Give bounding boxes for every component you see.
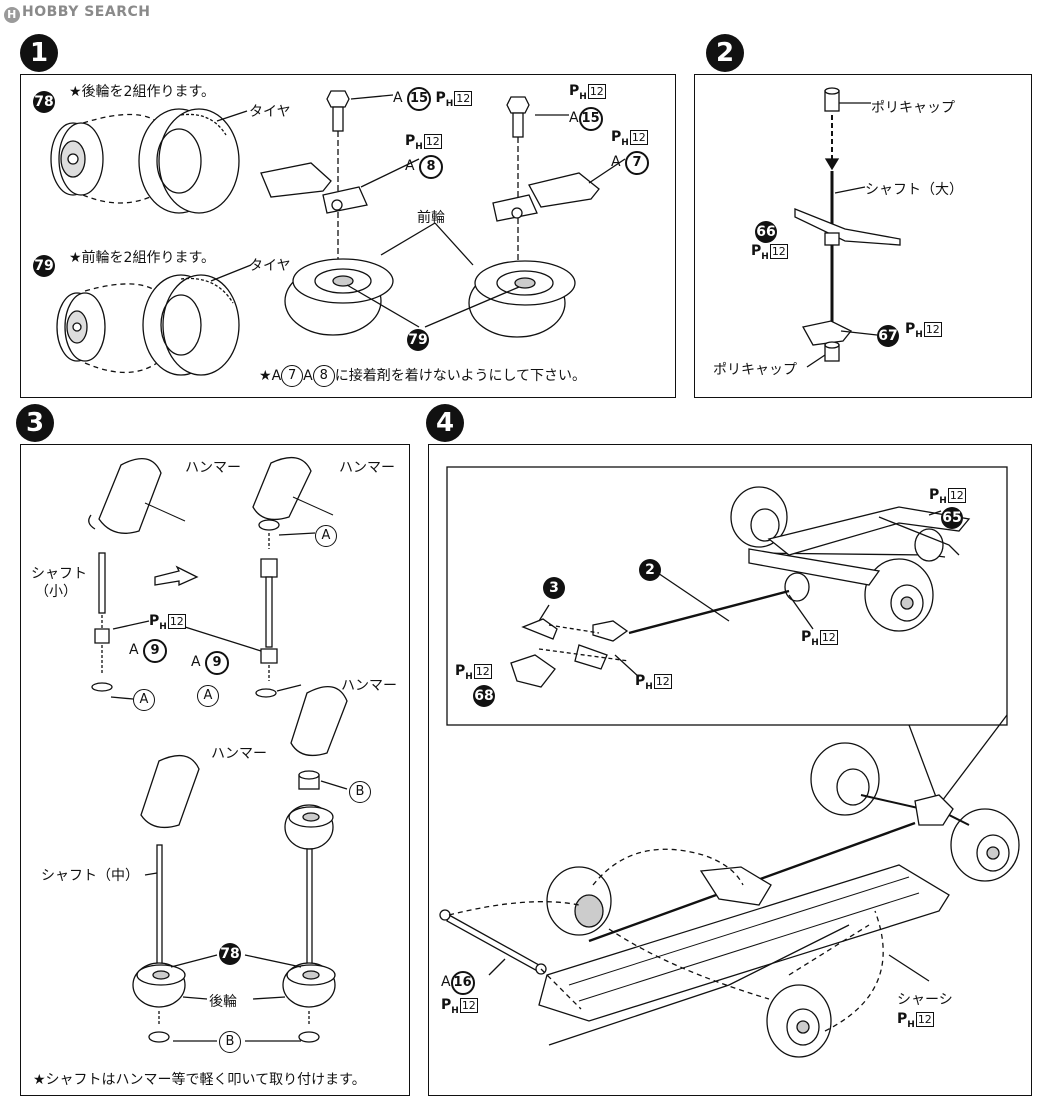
rear-wheel-hub: [50, 122, 104, 196]
circle-a-right: A: [197, 685, 219, 707]
a9-label-left: A 9: [129, 639, 168, 663]
part-68-label: 68: [473, 685, 495, 707]
shaft-small-size: （小）: [35, 584, 77, 600]
hammer-label-1: ハンマー: [185, 460, 241, 476]
a7-label: A 7: [611, 151, 650, 175]
step-4-badge: 4: [426, 404, 464, 442]
tire-label-2: タイヤ: [249, 258, 291, 274]
polycap-bottom-label: ポリキャップ: [713, 362, 797, 378]
front-wheel-hub: [56, 292, 106, 362]
hammer-label-2: ハンマー: [339, 460, 395, 476]
part-67-label: 67: [877, 325, 899, 347]
front-wheel-label: 前輪: [417, 210, 445, 226]
front-wheel-note: ★前輪を2組作ります。: [69, 250, 216, 266]
step-3-drawing: [88, 456, 348, 1043]
part-79-label-b: 79: [407, 329, 429, 351]
polycap-top-label: ポリキャップ: [871, 100, 955, 116]
main-chassis-assembly: [439, 742, 1020, 1058]
step-1-badge: 1: [20, 34, 58, 72]
ref-step-2-label: 2: [639, 559, 661, 581]
a9-label-right: A 9: [191, 651, 230, 675]
part-65-label: 65: [941, 507, 963, 529]
circle-b-bottom: B: [219, 1031, 241, 1053]
step-1-drawing: [50, 90, 626, 376]
chassis-label: シャーシ: [897, 992, 953, 1008]
circle-a-top: A: [315, 525, 337, 547]
shaft-mid-label: シャフト（中）: [41, 868, 139, 884]
circle-b-top: B: [349, 781, 371, 803]
rear-wheel-label: 後輪: [209, 994, 237, 1010]
step-2-drawing: [794, 87, 901, 368]
front-tire-right: [468, 260, 576, 338]
shaft-small-label: シャフト: [31, 566, 87, 582]
tire-label-1: タイヤ: [249, 104, 291, 120]
front-tire: [142, 274, 240, 376]
step-4-drawing: [439, 466, 1020, 1058]
part-79-label: 79: [33, 255, 55, 277]
right-knuckle: [492, 96, 600, 270]
rear-wheel-note: ★後輪を2組作ります。: [69, 84, 216, 100]
part-78-label-s3: 78: [219, 943, 241, 965]
inset-axle-assembly: [510, 486, 971, 688]
step-1-panel: 78 ★後輪を2組作ります。 タイヤ 79 ★前輪を2組作ります。 タイヤ A …: [20, 74, 676, 398]
step-2-badge: 2: [706, 34, 744, 72]
hammer-label-4: ハンマー: [211, 746, 267, 762]
part-66-label: 66: [755, 221, 777, 243]
rear-tire: [138, 108, 240, 214]
hammer-label-3: ハンマー: [341, 678, 397, 694]
left-knuckle: [260, 90, 368, 265]
circle-a-left: A: [133, 689, 155, 711]
step-3-badge: 3: [16, 404, 54, 442]
a8-label: A 8: [405, 155, 444, 179]
shaft-large-label: シャフト（大）: [865, 182, 963, 198]
shaft-hammer-note: ★シャフトはハンマー等で軽く叩いて取り付けます。: [33, 1072, 366, 1088]
front-tire-left: [284, 258, 394, 336]
part-78-label: 78: [33, 91, 55, 113]
ref-step-3-label: 3: [543, 577, 565, 599]
